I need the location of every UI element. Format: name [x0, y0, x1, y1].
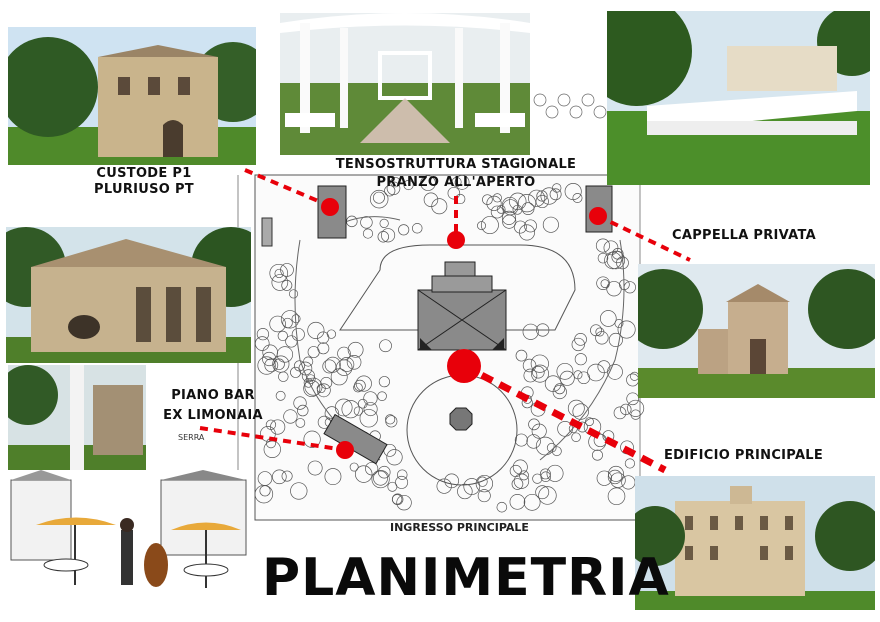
marker-cappella: [589, 207, 607, 225]
label-cappella: CAPPELLA PRIVATA: [672, 228, 817, 243]
label-custode: CUSTODE P1 PLURIUSO PT: [78, 166, 210, 198]
photo-custode: [8, 27, 256, 165]
label-serra: SERRA: [178, 433, 205, 442]
photo-tensostruttura-garden: [607, 11, 870, 185]
label-tensostruttura: TENSOSTRUTTURA STAGIONALE PRANZO ALL'APE…: [296, 156, 616, 192]
marker-edificio: [447, 349, 481, 383]
label-piano-bar: PIANO BAR EX LIMONAIA: [148, 386, 278, 426]
label-custode-line2: PLURIUSO PT: [94, 182, 194, 197]
marker-custode: [321, 198, 339, 216]
marker-piano-bar: [336, 441, 354, 459]
label-piano-line2: EX LIMONAIA: [163, 408, 263, 423]
photo-edificio: [635, 476, 875, 610]
label-piano-line1: PIANO BAR: [171, 388, 255, 403]
page-title: PLANIMETRIA: [262, 548, 670, 608]
main-building: [417, 275, 507, 351]
label-tenso-line2: PRANZO ALL'APERTO: [376, 175, 536, 190]
connector-piano-bar: [199, 426, 346, 452]
illustration-cafe: [6, 470, 251, 610]
marker-tenso: [447, 231, 465, 249]
label-tenso-line1: TENSOSTRUTTURA STAGIONALE: [335, 157, 577, 172]
fountain: [449, 407, 473, 431]
connector-cappella: [597, 214, 691, 262]
connector-edificio: [462, 362, 667, 474]
photo-cappella: [638, 264, 875, 398]
photo-limonaia-exterior: [6, 227, 251, 363]
photo-tensostruttura: [280, 13, 530, 155]
lawn-north: [339, 244, 576, 331]
label-entrance: INGRESSO PRINCIPALE: [390, 521, 529, 534]
connector-custode: [244, 168, 331, 208]
label-custode-line1: CUSTODE P1: [96, 166, 192, 181]
label-edificio: EDIFICIO PRINCIPALE: [664, 448, 824, 463]
photo-limonaia-interior: [8, 365, 146, 470]
